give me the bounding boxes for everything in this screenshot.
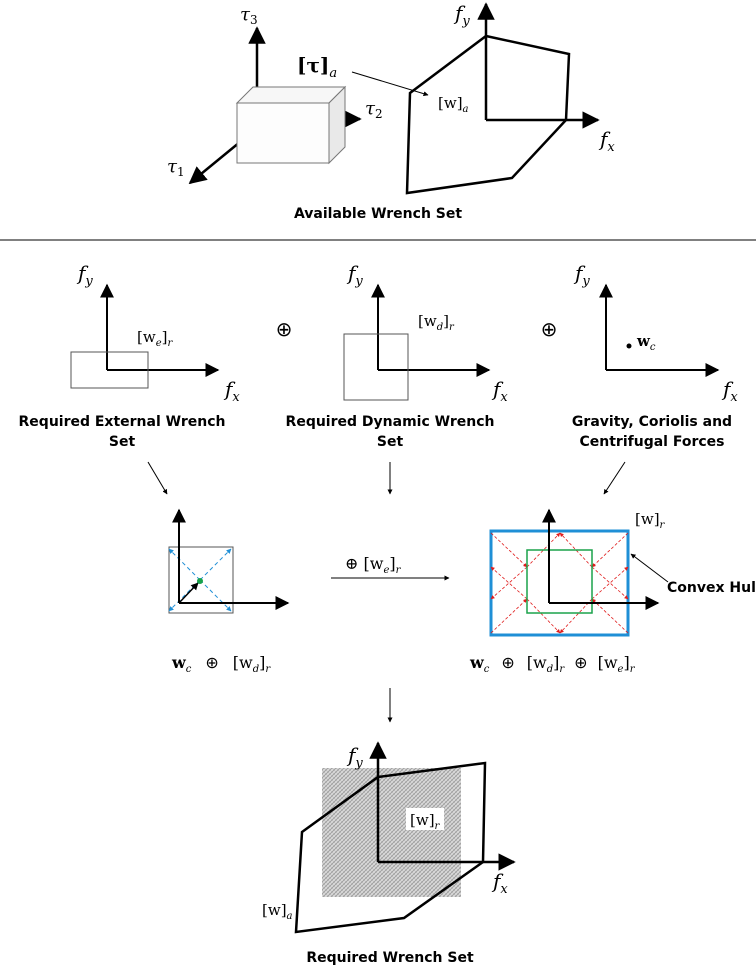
tau2-label: τ2 (365, 98, 383, 121)
mapping-arrow (351, 71, 429, 97)
fy-label-ext: fy (76, 261, 93, 289)
right-sum-expression: wc⊕[wd]r⊕[we]r (469, 653, 636, 675)
dynamic-caption-line1: Required Dynamic Wrench (286, 414, 495, 430)
required-wrench-region (322, 768, 461, 897)
gravity-caption-line2: Centrifugal Forces (580, 434, 725, 450)
we-label: [we]r (137, 328, 173, 349)
left-sum-expression: wc⊕[wd]r (171, 653, 271, 675)
oplus-2: ⊕ (541, 317, 558, 341)
available-wrench-caption: Available Wrench Set (294, 206, 462, 222)
wa-label-bottom: [w]a (262, 901, 293, 922)
required-wrench-caption: Required Wrench Set (306, 950, 474, 966)
dynamic-caption-line2: Set (377, 434, 404, 450)
wc-point (626, 343, 632, 349)
tau3-label: τ3 (240, 4, 258, 27)
available-wrench-polygon-bottom (294, 761, 487, 934)
fy-label-grav: fy (573, 261, 590, 289)
wr-hull-rect (489, 529, 630, 637)
tau1-axis (188, 141, 241, 185)
fx-label-top: fx (598, 127, 615, 155)
torque-cube (235, 85, 347, 165)
wd-label: [wd]r (418, 312, 455, 333)
fx-label-dyn: fx (491, 377, 508, 405)
fy-label-top: fy (453, 1, 470, 29)
fy-label-bottom: fy (346, 743, 363, 771)
sum-arrow-label: ⊕ [we]r (345, 554, 402, 576)
arrow-ext-to-sum (147, 461, 168, 495)
external-caption-line1: Required External Wrench (19, 414, 226, 430)
gravity-caption-line1: Gravity, Coriolis and (572, 414, 732, 430)
wc-vector (178, 582, 199, 604)
convex-hull-label: Convex Hull (667, 580, 756, 596)
external-caption-line2: Set (109, 434, 136, 450)
dynamic-wrench-box (343, 333, 409, 401)
external-wrench-box (70, 351, 149, 389)
convex-hull-pointer (630, 553, 669, 583)
convex-hull-panel: [w]r Convex Hull (489, 508, 756, 637)
wc-plus-wd-panel (168, 508, 290, 614)
tau-set-label: [τ]a (297, 53, 337, 81)
minkowski-lines (490, 532, 629, 634)
tau1-label: τ1 (167, 156, 185, 179)
arrow-grav-to-hull (603, 461, 626, 495)
fx-label-bottom: fx (491, 869, 508, 897)
w-a-label: [w]a (438, 94, 469, 115)
gravity-panel: fy fx wc Gravity, Coriolis and Centrifug… (572, 261, 738, 450)
wr-label-bottom: [w]r (410, 811, 441, 832)
wd-shifted-rect (526, 549, 593, 614)
oplus-1: ⊕ (276, 317, 293, 341)
dynamic-wrench-panel: fy fx [wd]r Required Dynamic Wrench Set (286, 261, 509, 450)
available-wrench-panel: τ3 τ2 τ1 [τ]a [w]a fy fx Available Wrenc… (167, 1, 615, 222)
fy-label-dyn: fy (346, 261, 363, 289)
external-wrench-panel: fy fx [we]r Required External Wrench Set (19, 261, 241, 450)
wr-label-box (406, 808, 444, 830)
diag-3 (168, 579, 201, 612)
available-wrench-polygon (405, 34, 571, 195)
required-wrench-panel: [w]r [w]a fy fx Required Wrench Set (262, 741, 516, 966)
diag-2 (199, 548, 232, 581)
diag-4 (199, 579, 232, 612)
diag-1 (168, 548, 201, 581)
wd-box-shifted (168, 546, 234, 614)
center-dot (197, 578, 203, 584)
wc-label: wc (636, 332, 656, 353)
fx-label-grav: fx (721, 377, 738, 405)
fx-label-ext: fx (223, 377, 240, 405)
wr-hull-label: [w]r (635, 510, 666, 531)
